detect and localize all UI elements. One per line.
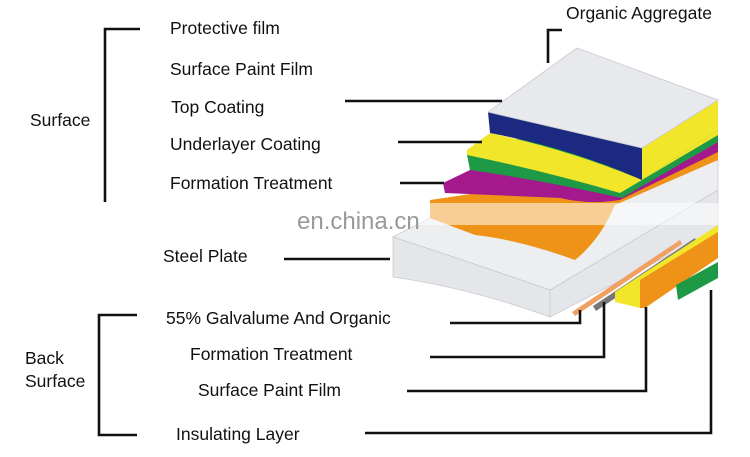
label-insulating-layer: Insulating Layer xyxy=(176,424,300,444)
label-back-formation-treatment: Formation Treatment xyxy=(190,344,353,364)
label-back-line2: Surface xyxy=(25,371,85,391)
label-back-surface-paint-film: Surface Paint Film xyxy=(198,380,341,400)
label-top-coating: Top Coating xyxy=(171,97,264,117)
surface-bracket xyxy=(103,27,140,202)
protective-film-top-face xyxy=(487,47,719,149)
top-slab-right-face xyxy=(642,100,718,180)
label-back-line1: Back xyxy=(25,348,64,368)
insulating-layer-leader xyxy=(365,290,713,435)
insulating-layer-green xyxy=(676,262,718,300)
back-formation-leader xyxy=(430,302,606,359)
label-steel-plate: Steel Plate xyxy=(163,246,248,266)
watermark-band xyxy=(0,203,750,225)
watermark-text: en.china.cn xyxy=(297,208,420,235)
back-paint-leader xyxy=(407,307,648,393)
label-formation-treatment: Formation Treatment xyxy=(170,173,333,193)
label-protective-film: Protective film xyxy=(170,18,280,38)
label-surface-paint-film: Surface Paint Film xyxy=(170,59,313,79)
underlayer-yellow-layer xyxy=(467,130,718,193)
organic-aggregate-leader xyxy=(546,28,562,63)
label-underlayer-coating: Underlayer Coating xyxy=(170,134,321,154)
top-coating-blue-face xyxy=(488,112,642,180)
back-galvalume-strip xyxy=(572,240,682,316)
back-paint-orange xyxy=(640,232,718,308)
label-organic-aggregate: Organic Aggregate xyxy=(566,3,712,23)
galvalume-leader xyxy=(450,310,582,325)
label-galvalume: 55% Galvalume And Organic xyxy=(166,308,391,328)
label-surface: Surface xyxy=(30,110,90,130)
back-surface-bracket xyxy=(97,313,137,437)
